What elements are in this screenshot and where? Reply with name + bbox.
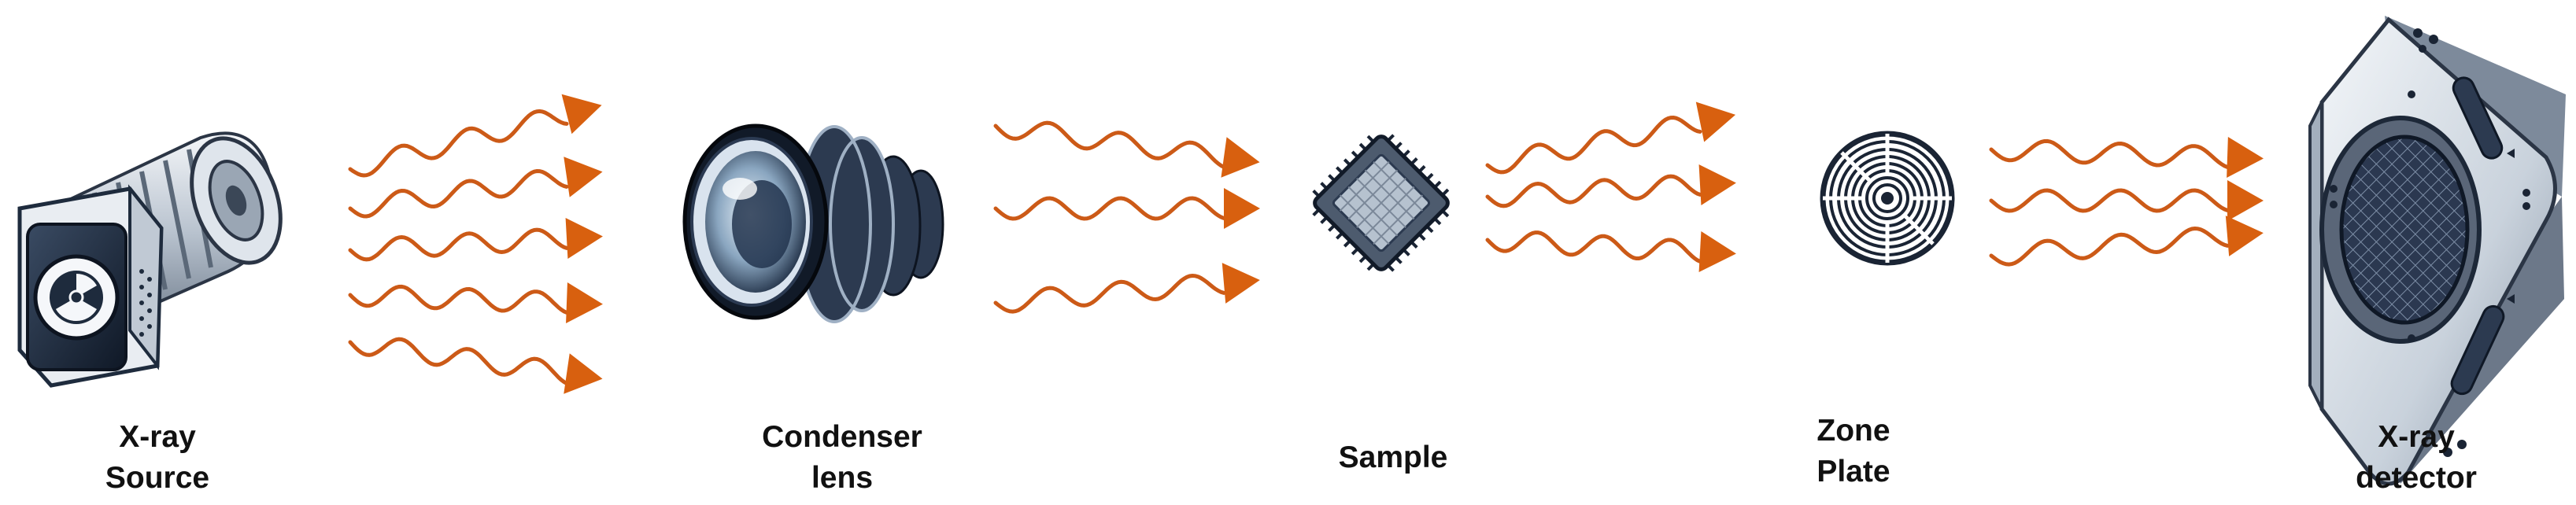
label-line: Source — [105, 461, 210, 495]
arrowhead-icon — [564, 353, 603, 394]
label-line: detector — [2356, 461, 2477, 495]
xray-wave — [1485, 174, 1702, 208]
label-zone-plate: Zone Plate — [1712, 411, 1995, 492]
xray-wave — [348, 337, 569, 385]
arrowhead-icon — [1698, 231, 1736, 272]
xray-wave — [993, 196, 1226, 221]
label-condenser-lens: Condenser lens — [700, 417, 984, 499]
xray-wave — [1989, 138, 2230, 169]
xray-source-icon — [17, 131, 283, 388]
xray-wave — [1485, 230, 1702, 264]
arrowhead-icon — [1224, 188, 1260, 229]
xray-wave — [1989, 226, 2230, 267]
xray-detector-icon — [2308, 16, 2566, 486]
zone-plate-icon — [1820, 131, 1955, 266]
xray-wave — [993, 120, 1226, 169]
arrowhead-icon — [1221, 137, 1260, 178]
xray-wave — [348, 284, 569, 315]
label-sample: Sample — [1251, 437, 1535, 478]
xray-wave — [1485, 115, 1702, 175]
label-line: X-ray — [119, 420, 196, 454]
xray-wave — [348, 168, 569, 219]
arrowhead-icon — [564, 157, 603, 197]
arrowhead-icon — [565, 218, 603, 259]
label-line: lens — [811, 461, 874, 495]
xray-wave — [348, 227, 569, 262]
xray-wave — [1989, 188, 2230, 213]
arrowhead-icon — [2227, 137, 2264, 178]
xray-beams — [348, 94, 2264, 394]
arrowhead-icon — [1221, 263, 1260, 304]
arrowhead-icon — [1695, 101, 1736, 142]
arrowhead-icon — [561, 94, 602, 135]
label-line: Plate — [1817, 455, 1890, 488]
label-line: Zone — [1817, 414, 1890, 448]
label-line: X-ray — [2378, 420, 2455, 454]
xray-wave — [348, 109, 569, 178]
label-xray-detector: X-ray detector — [2275, 417, 2558, 499]
xray-wave — [993, 273, 1226, 314]
arrowhead-icon — [1698, 164, 1736, 205]
label-line: Sample — [1338, 440, 1448, 474]
microchip-icon — [1312, 134, 1450, 272]
arrowhead-icon — [2225, 216, 2264, 256]
label-line: Condenser — [762, 420, 922, 454]
label-xray-source: X-ray Source — [16, 417, 299, 499]
arrowhead-icon — [2227, 180, 2264, 221]
condenser-lens-icon — [682, 123, 944, 323]
arrowhead-icon — [566, 282, 603, 323]
